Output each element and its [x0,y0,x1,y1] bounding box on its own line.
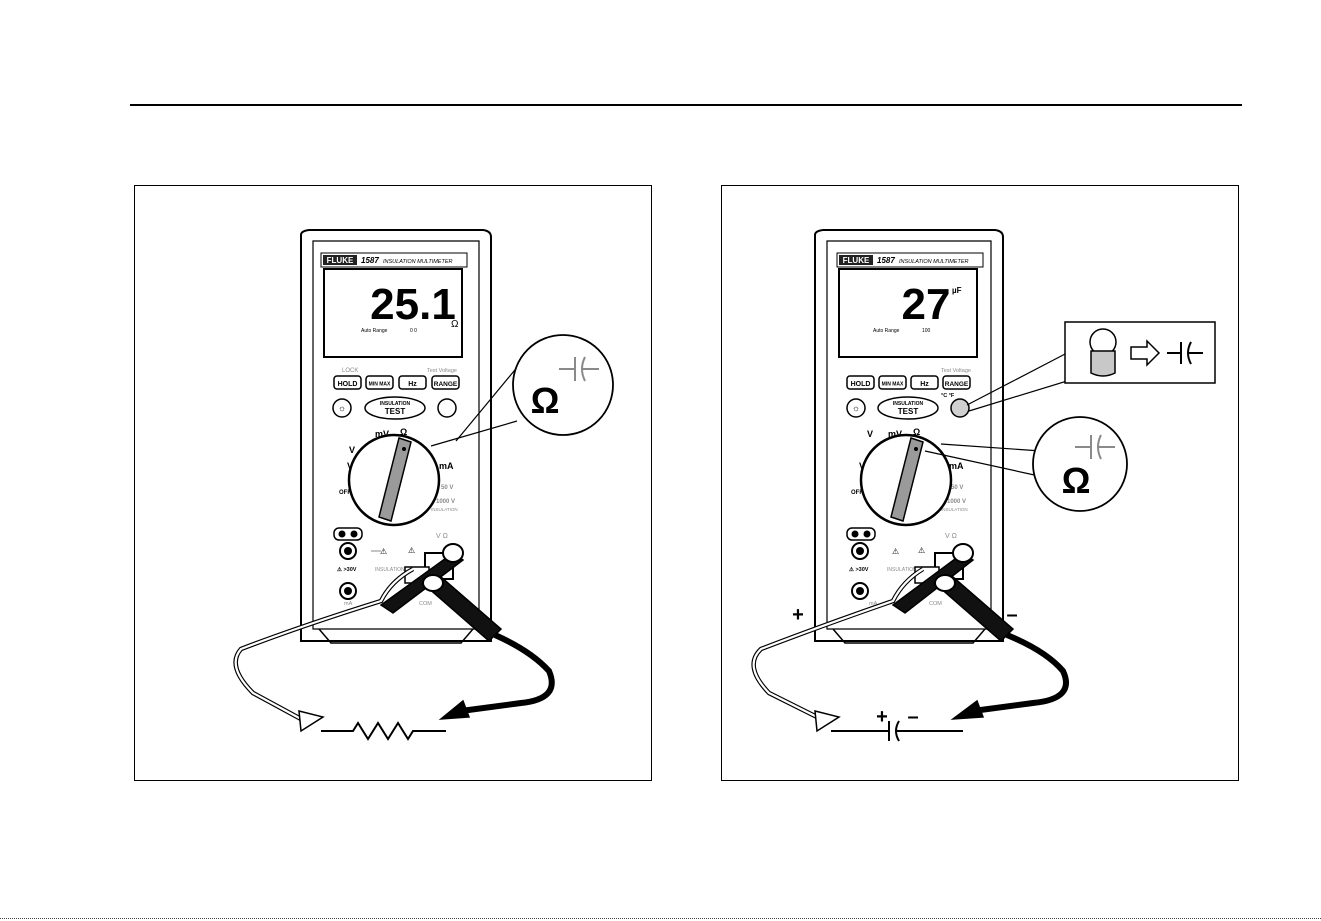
svg-text:⚠: ⚠ [918,546,925,555]
range-button[interactable]: RANGE [945,381,969,388]
lock-label: LOCK [342,368,358,374]
arrow-icon [1130,339,1161,367]
dial-v-dc: V [349,445,355,455]
dial-v-dc: V [867,429,873,439]
display-unit: Ω [451,319,459,330]
warn-label: ⚠ >30V [849,566,869,573]
dial-ohm: Ω [913,427,920,437]
hz-button[interactable]: Hz [408,381,417,388]
display-label-left: Auto Range [873,328,900,334]
model-label: 1587 [361,256,379,265]
callout-ohm [1032,416,1128,512]
dial-1000v: 1000 V [436,499,455,505]
svg-text:⚠: ⚠ [380,547,387,556]
sun-icon: ☼ [852,403,860,413]
insulation-label: INSULATION [380,401,411,407]
lcd-display [323,268,463,358]
jack-ma-label: mA [869,601,878,607]
jack-v-ohm-label: V Ω [436,533,448,540]
callout-ohm [512,334,614,436]
hold-button[interactable]: HOLD [851,381,871,388]
subtitle-label: INSULATION MULTIMETER [899,259,968,265]
display-value: 27 [902,280,951,329]
temp-label: °C °F [941,393,955,399]
arrow-left-icon [814,710,841,733]
hold-button[interactable]: HOLD [338,381,358,388]
top-rule [130,104,1242,106]
capacitance-diagram: FLUKE 1587 INSULATION MULTIMETER 27 µF A… [751,229,1216,742]
insulation-test-button[interactable] [877,396,939,420]
test-label: TEST [385,407,406,416]
test-voltage-label: Test Voltage [941,368,971,374]
cap-plus-label: + [876,706,888,728]
test-voltage-label: Test Voltage [427,368,457,374]
insulation-test-button[interactable] [364,396,426,420]
display-value: 25.1 [370,280,456,329]
subtitle-label: INSULATION MULTIMETER [383,259,452,265]
backlight-button[interactable] [332,398,352,418]
jack-com-label: COM [929,601,942,607]
dial-50v: 50 V [441,485,453,491]
dial-ma: mA [439,461,454,471]
lcd-display [838,268,978,358]
cap-minus-label: – [907,706,918,728]
capacitor-icon [831,720,963,742]
jack-v-ohm-label: V Ω [945,533,957,540]
brand-label: FLUKE [843,256,870,265]
insulation-label: INSULATION [893,401,924,407]
dial-off: OFF [851,490,863,496]
dial-ohm: Ω [400,427,407,437]
jack-insulation-label: INSULATION [887,567,917,573]
dial-insulation: INSULATION [431,507,458,512]
finger-icon [1090,350,1116,377]
range-button[interactable]: RANGE [434,381,458,388]
dial-1000v: 1000 V [947,499,966,505]
dial-mv: mV [375,429,389,439]
backlight-button[interactable] [846,398,866,418]
capacitor-symbol-icon [1167,341,1203,365]
brand-label: FLUKE [327,256,354,265]
dial-insulation: INSULATION [941,507,968,512]
bottom-rule [0,918,1321,919]
dial-pointer [890,437,924,522]
sun-icon: ☼ [338,403,346,413]
jack-insulation-label: INSULATION [375,567,405,573]
dial-ma: mA [949,461,964,471]
display-label-right: 100 [922,328,931,334]
minmax-button[interactable]: MIN MAX [369,382,391,388]
model-label: 1587 [877,256,895,265]
test-label: TEST [898,407,919,416]
probe-plus-label: + [792,604,804,626]
hz-button[interactable]: Hz [920,381,929,388]
display-label-right: 0 0 [410,328,417,334]
dial-50v: 50 V [951,485,963,491]
jack-ma-label: mA [344,601,353,607]
capacitor-gray-icon [1075,434,1115,460]
resistance-diagram: FLUKE 1587 INSULATION MULTIMETER 25.1 Ω … [233,229,614,741]
probe-minus-label: – [1006,604,1017,626]
jack-com-label: COM [419,601,432,607]
capacitor-gray-icon [559,356,599,382]
arrow-right-icon [950,699,985,720]
minmax-button[interactable]: MIN MAX [882,382,904,388]
display-unit: µF [952,286,962,295]
panel-resistance: FLUKE 1587 INSULATION MULTIMETER 25.1 Ω … [134,185,652,781]
arrow-left-icon [298,710,325,733]
svg-text:⚠: ⚠ [408,546,415,555]
temp-button-pressed[interactable] [950,398,970,418]
temp-button[interactable] [437,398,457,418]
dial-pointer [378,437,412,522]
dial-mv: mV [888,429,902,439]
callout-ohm-symbol: Ω [1062,460,1091,501]
warn-label: ⚠ >30V [337,566,357,573]
resistor-icon [321,721,446,741]
callout-ohm-symbol: Ω [531,380,560,421]
dial-off: OFF [339,490,351,496]
arrow-right-icon [438,699,471,720]
panel-capacitance: FLUKE 1587 INSULATION MULTIMETER 27 µF A… [721,185,1239,781]
display-label-left: Auto Range [361,328,388,334]
svg-text:⚠: ⚠ [892,547,899,556]
